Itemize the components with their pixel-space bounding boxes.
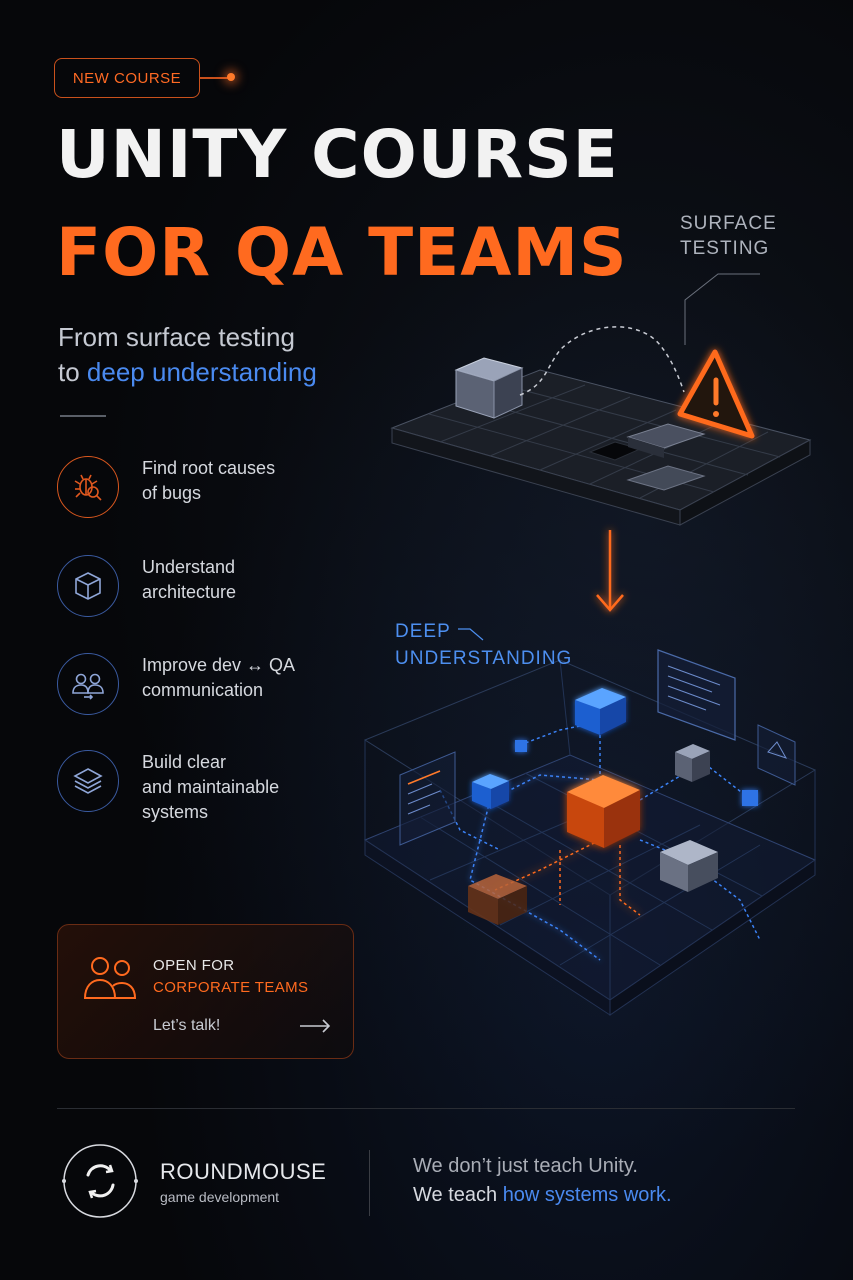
orange-cube [468,874,527,925]
footer-separator [369,1150,370,1216]
feature-text-1: Understand [142,557,236,577]
feature-item: Improve dev ↔ QA communication [57,653,295,715]
blue-cube [575,688,626,735]
lets-talk-link[interactable]: Let’s talk! [153,1017,221,1034]
surface-label-2: TESTING [680,238,770,259]
surface-label-connector [684,273,760,345]
tagline-line-2: We teach how systems work. [413,1184,672,1207]
people-icon [57,653,119,715]
cta-line-1: OPEN FOR [153,957,235,974]
feature-item: Understand architecture [57,555,236,617]
badge-connector [200,77,228,79]
footer-divider [57,1108,795,1109]
feature-text-2: of bugs [142,483,202,503]
tagline-prefix: We teach [413,1184,503,1206]
subtitle-line-2: to deep understanding [58,355,317,390]
bug-search-icon [57,456,119,518]
surface-label-1: SURFACE [680,213,777,234]
floating-panel [399,751,456,846]
arrow-down-icon [596,530,624,612]
feature-item: Build clear and maintainable systems [57,750,279,825]
layers-icon [57,750,119,812]
grey-cube [675,744,710,782]
deep-platform [363,659,817,1016]
feature-text-1: Build clear [142,752,227,772]
badge-glow-dot [227,73,235,81]
deep-label-1: DEEP [395,621,451,642]
headline-line-1: UNITY COURSE [56,116,619,193]
feature-text-2: communication [142,680,264,700]
feature-text-2: architecture [142,582,237,602]
new-course-badge: NEW COURSE [54,58,200,98]
divider [60,415,106,417]
feature-text-1: Find root causes [142,458,276,478]
people-icon [82,952,138,1007]
surface-testing-label: SURFACE TESTING [680,211,777,261]
corporate-cta-card[interactable]: OPEN FOR CORPORATE TEAMS Let’s talk! [57,924,354,1059]
deep-understanding-label: DEEP UNDERSTANDING [395,619,572,671]
warning-icon [677,349,755,439]
subtitle-line-1: From surface testing [58,322,295,352]
tagline-line-1: We don’t just teach Unity. [413,1155,638,1177]
surface-cube [454,357,524,419]
floating-panel [757,724,796,786]
blue-cube [515,740,758,806]
grey-cube [660,840,718,892]
arrow-right-icon[interactable] [298,1017,332,1040]
deep-label-2: UNDERSTANDING [395,648,573,669]
floating-panel [657,649,736,741]
brand-name: ROUNDMOUSE [160,1159,327,1184]
surface-platform [390,369,812,526]
roundmouse-logo-icon [62,1143,138,1224]
headline-line-2: FOR QA TEAMS [56,214,628,291]
cube-icon [57,555,119,617]
orange-cube [567,775,640,848]
brand-subtitle: game development [160,1189,280,1205]
blue-cube [472,774,509,809]
tagline-highlight: how systems work. [502,1184,672,1206]
feature-text-3: systems [142,802,209,822]
dashed-path [519,326,685,396]
subtitle-highlight: deep understanding [86,357,317,387]
subtitle-prefix: to [58,357,87,387]
feature-text-1: Improve dev ↔ QA [142,655,296,675]
cta-line-2: CORPORATE TEAMS [153,979,309,996]
feature-item: Find root causes of bugs [57,456,275,518]
feature-text-2: and maintainable [142,777,280,797]
